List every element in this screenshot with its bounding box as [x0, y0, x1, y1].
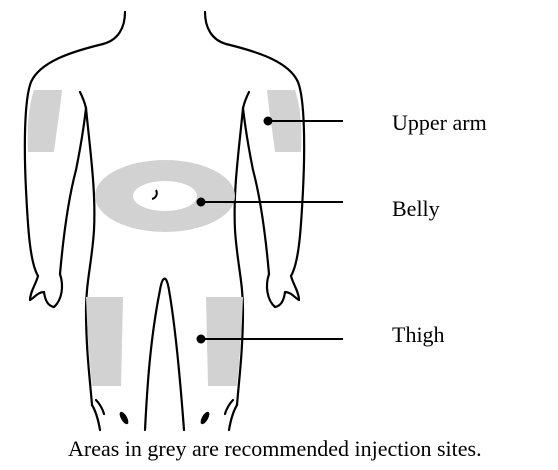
injection-sites	[28, 90, 302, 386]
right-armpit	[243, 92, 249, 108]
thigh-site-left	[86, 297, 123, 386]
left-arm-inner	[60, 108, 86, 274]
right-knee-mark	[199, 410, 211, 425]
thigh-callout-dot	[198, 336, 205, 343]
upper-arm-site-left	[28, 90, 62, 152]
upper-arm-callout-dot	[265, 118, 272, 125]
neck-left	[103, 12, 125, 44]
right-arm-inner	[243, 108, 269, 274]
caption: Areas in grey are recommended injection …	[68, 438, 482, 460]
knee-marks	[118, 410, 211, 425]
belly-label: Belly	[392, 198, 440, 220]
upper-arm-label: Upper arm	[392, 112, 487, 134]
left-knee-line	[96, 400, 104, 414]
right-hand	[267, 274, 299, 307]
thigh-site-right	[206, 297, 243, 386]
belly-callout-dot	[198, 199, 205, 206]
inner-legs	[145, 279, 184, 430]
left-leg-bottom	[92, 405, 100, 430]
right-knee-line	[225, 400, 233, 414]
left-knee-mark	[118, 410, 130, 425]
right-leg-bottom	[229, 405, 237, 430]
thigh-label: Thigh	[392, 324, 445, 346]
belly-inner	[133, 181, 197, 211]
left-hand	[30, 274, 62, 307]
neck-right	[205, 12, 226, 44]
left-armpit	[80, 92, 86, 108]
